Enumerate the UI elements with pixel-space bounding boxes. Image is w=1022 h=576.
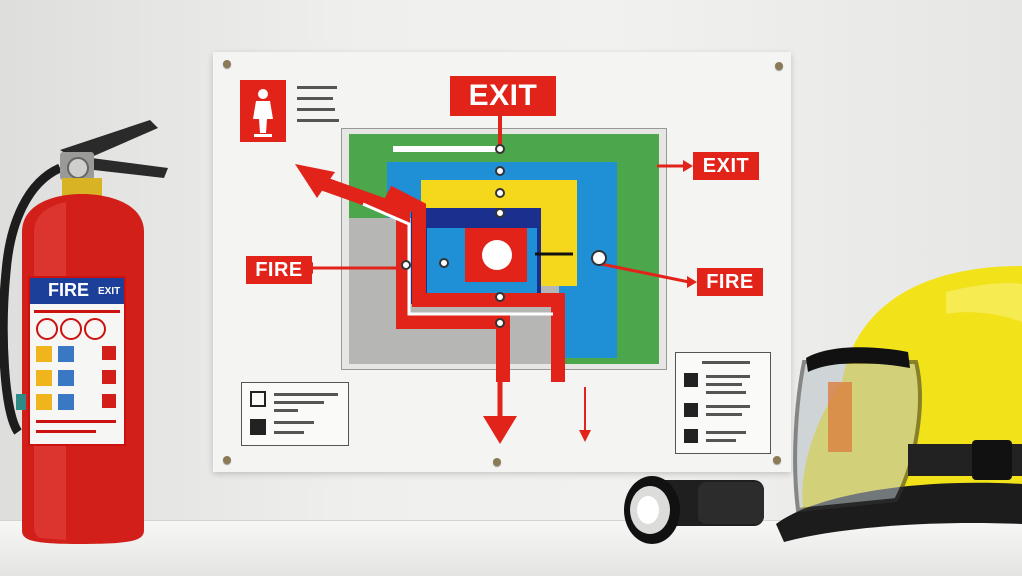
fire-sign-right: FIRE bbox=[697, 268, 763, 296]
route-node bbox=[495, 188, 505, 198]
hard-hat bbox=[776, 262, 1022, 575]
exit-sign-top: EXIT bbox=[450, 76, 556, 116]
legend-route-icon bbox=[250, 391, 266, 407]
fire-sign-left: FIRE bbox=[246, 256, 312, 284]
route-node bbox=[495, 166, 505, 176]
legend-text-line bbox=[297, 119, 339, 122]
fire-origin-room bbox=[465, 228, 527, 282]
arrow-northwest bbox=[295, 164, 335, 198]
evacuation-routes bbox=[295, 116, 697, 444]
flashlight bbox=[622, 470, 770, 550]
legend-text-line bbox=[297, 86, 337, 89]
route-node bbox=[495, 292, 505, 302]
person-icon bbox=[240, 80, 286, 142]
poster-pin bbox=[223, 456, 231, 464]
fire-extinguisher: FIRE EXIT bbox=[0, 112, 170, 548]
poster-pin bbox=[775, 62, 783, 70]
arrow-down bbox=[483, 416, 517, 444]
legend-text-line bbox=[297, 97, 333, 100]
route-node bbox=[591, 250, 607, 266]
poster-pin bbox=[773, 456, 781, 464]
route-node bbox=[439, 258, 449, 268]
poster-pin bbox=[223, 60, 231, 68]
poster-pin bbox=[493, 458, 501, 466]
legend-icon bbox=[684, 373, 698, 387]
route-node bbox=[495, 208, 505, 218]
legend-icon bbox=[684, 429, 698, 443]
extinguisher-label: FIRE EXIT bbox=[28, 276, 126, 446]
plan-line bbox=[393, 146, 501, 152]
route-node bbox=[495, 318, 505, 328]
legend-equipment-icon bbox=[250, 419, 266, 435]
label-title: FIRE bbox=[48, 280, 90, 300]
route-node bbox=[495, 144, 505, 154]
evacuation-poster: EXIT EXI bbox=[213, 52, 791, 472]
legend-box-left bbox=[241, 382, 349, 446]
legend-box-right bbox=[675, 352, 771, 454]
exit-sign-right: EXIT bbox=[693, 152, 759, 180]
label-subtitle: EXIT bbox=[98, 286, 121, 297]
legend-text-line bbox=[297, 108, 335, 111]
route-node bbox=[401, 260, 411, 270]
legend-icon bbox=[684, 403, 698, 417]
